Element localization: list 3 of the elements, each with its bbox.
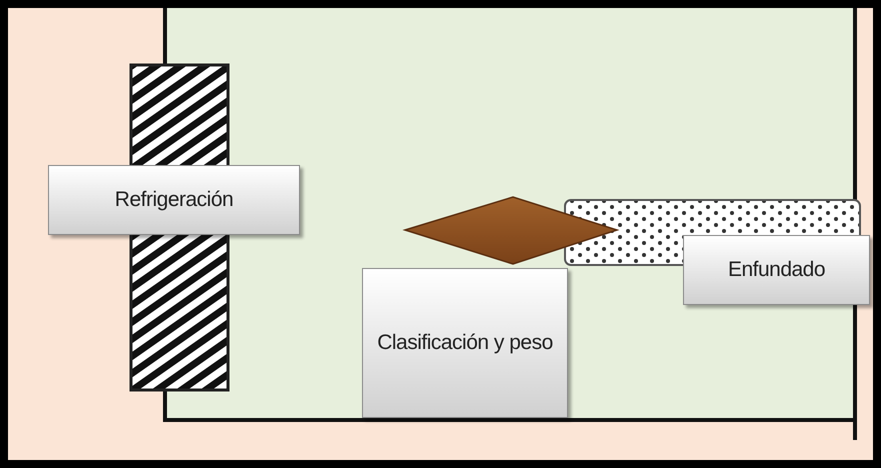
area-label: Enfundado xyxy=(683,235,870,305)
area-label: Clasificación y peso xyxy=(362,268,568,418)
area-label: Refrigeración xyxy=(48,165,300,235)
